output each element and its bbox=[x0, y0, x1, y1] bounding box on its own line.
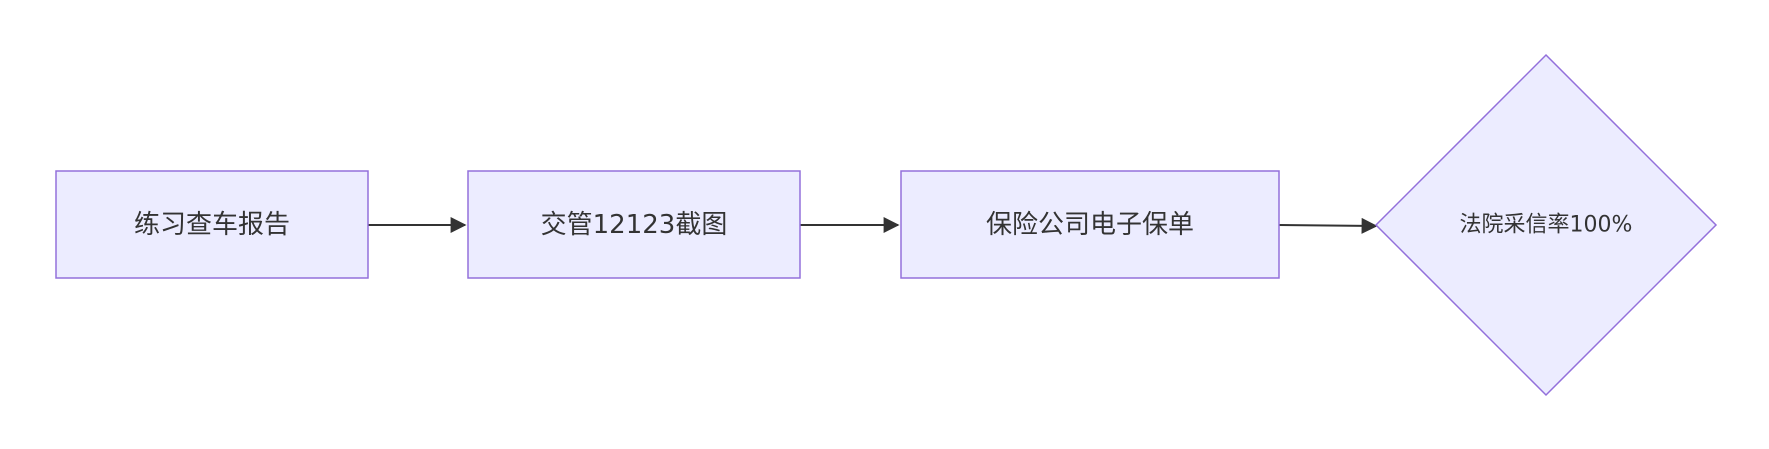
node-label: 保险公司电子保单 bbox=[986, 210, 1194, 240]
node-traffic-12123-screenshot[interactable]: 交管12123截图 bbox=[467, 170, 801, 279]
node-court-acceptance-diamond[interactable]: 法院采信率100% bbox=[1374, 53, 1718, 397]
edge-c-to-d bbox=[1278, 217, 1378, 234]
edges bbox=[368, 217, 1378, 234]
node-label: 练习查车报告 bbox=[134, 210, 290, 240]
node-label: 交管12123截图 bbox=[541, 210, 728, 240]
node-practice-car-report[interactable]: 练习查车报告 bbox=[55, 170, 369, 279]
node-insurance-e-policy[interactable]: 保险公司电子保单 bbox=[900, 170, 1280, 279]
node-label: 法院采信率100% bbox=[1460, 213, 1633, 238]
